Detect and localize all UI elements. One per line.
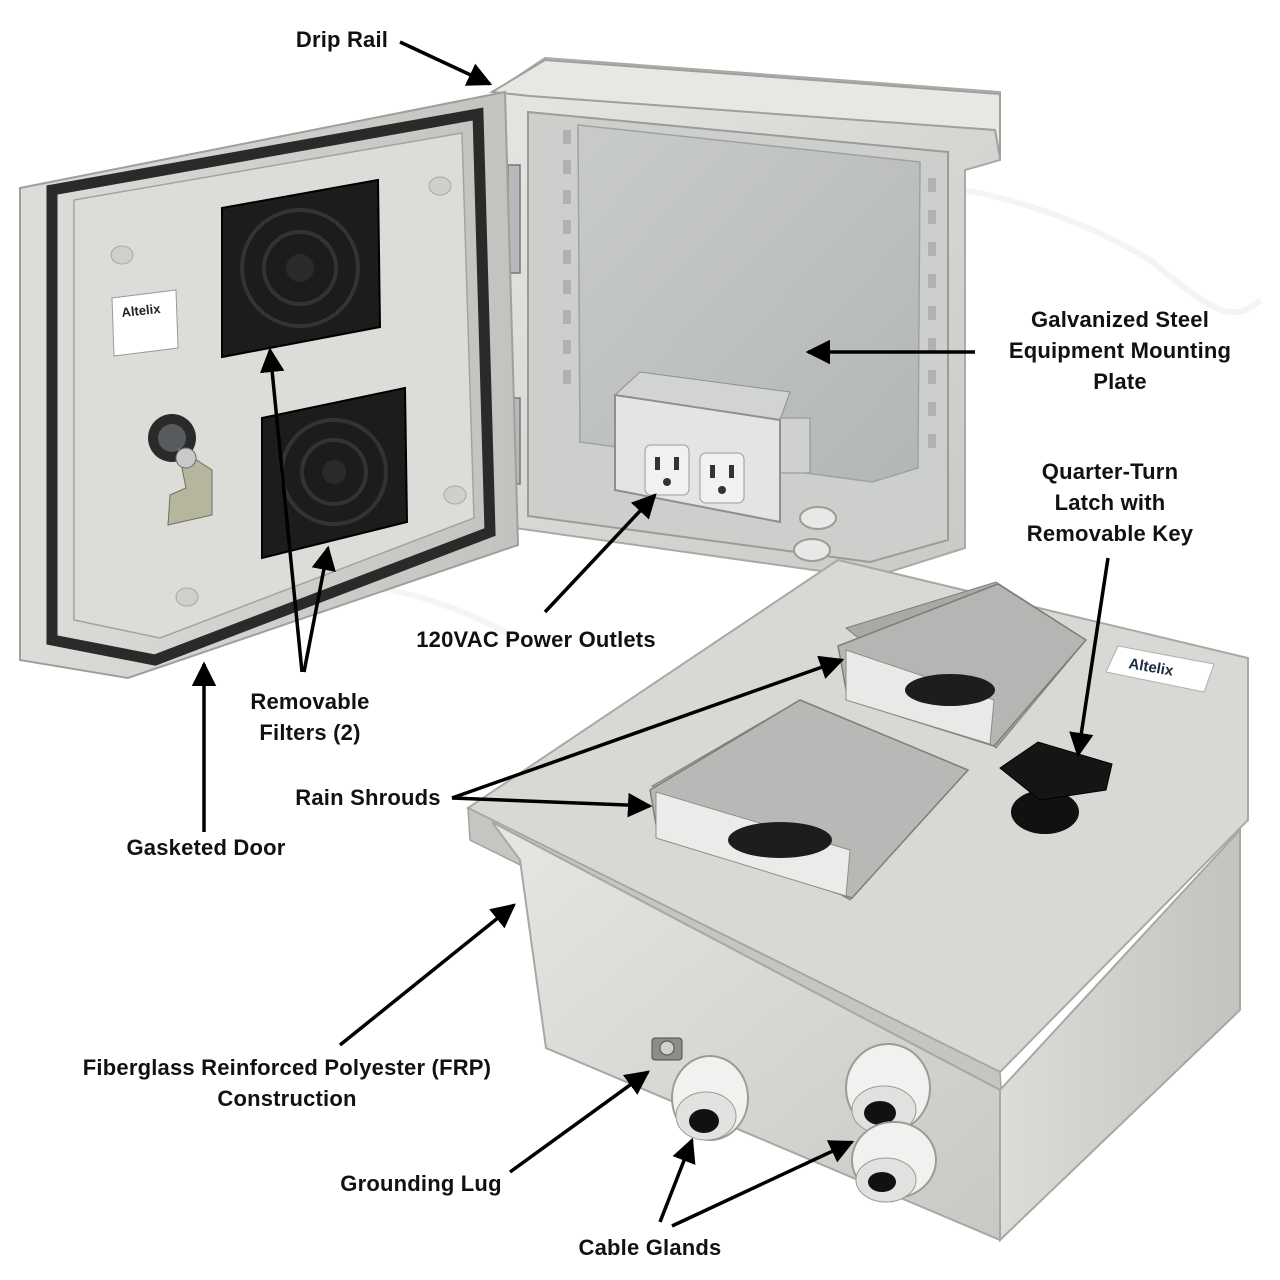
door-bosses <box>110 176 467 607</box>
label-line: Drip Rail <box>295 27 389 52</box>
label-gasketed-door: Gasketed Door <box>106 832 306 863</box>
label-line: 120VAC Power Outlets <box>416 627 656 652</box>
filter-lower <box>261 386 409 560</box>
lid-brand-label: Altelix <box>1105 645 1215 693</box>
label-line: Rain Shrouds <box>295 785 441 810</box>
label-line: Fiberglass Reinforced Polyester (FRP) <box>82 1055 492 1080</box>
door-latch-icon <box>148 414 213 526</box>
arrow-drip-rail <box>399 40 493 86</box>
cable-gland-right-upper <box>845 1043 931 1135</box>
arrow-rain-shroud-lower <box>451 792 653 818</box>
side-rail-left <box>563 130 571 384</box>
enclosure-side <box>999 827 1241 1243</box>
outlet-right <box>699 452 745 504</box>
arrow-frp <box>338 903 516 1047</box>
arrow-filter-upper <box>259 347 304 673</box>
door-logo-text: Altelix <box>121 301 162 320</box>
arrow-cable-gland-left <box>658 1137 696 1223</box>
label-line: Removable <box>250 689 370 714</box>
door-gasket <box>46 107 496 666</box>
label-drip-rail: Drip Rail <box>282 24 402 55</box>
arrow-grounding-lug <box>508 1070 650 1174</box>
outlet-left <box>644 444 690 496</box>
label-line: Gasketed Door <box>126 835 286 860</box>
label-line: Quarter-Turn <box>1041 459 1179 484</box>
label-grounding-lug: Grounding Lug <box>326 1168 516 1199</box>
interior-grommets <box>793 506 837 562</box>
label-line: Filters (2) <box>259 720 361 745</box>
label-line: Galvanized Steel <box>1030 307 1210 332</box>
label-line: Cable Glands <box>578 1235 722 1260</box>
label-latch: Quarter-Turn Latch with Removable Key <box>1010 456 1210 549</box>
cable-gland-right-lower <box>851 1121 937 1203</box>
callout-arrows <box>191 40 1110 1228</box>
arrow-rain-shroud-upper <box>451 655 845 800</box>
label-line: Plate <box>1093 369 1147 394</box>
rain-shroud-upper <box>837 581 1088 749</box>
label-line: Latch with <box>1054 490 1166 515</box>
arrow-filter-lower <box>302 545 336 673</box>
label-cable-glands: Cable Glands <box>560 1232 740 1263</box>
arrow-cable-gland-right <box>671 1140 855 1228</box>
label-mounting-plate: Galvanized Steel Equipment Mounting Plat… <box>1000 304 1240 397</box>
arrow-power-outlets <box>543 493 657 614</box>
cable-gland-left <box>671 1055 749 1141</box>
side-rail-right <box>928 178 936 448</box>
label-line: Construction <box>217 1086 357 1111</box>
closed-enclosure: Altelix <box>466 558 1249 1243</box>
rain-shroud-lower <box>649 699 970 901</box>
drip-rail <box>488 58 1001 159</box>
label-power-outlets: 120VAC Power Outlets <box>396 624 676 655</box>
label-line: Removable Key <box>1026 521 1194 546</box>
arrow-latch <box>1069 557 1110 758</box>
filter-upper <box>221 178 382 359</box>
power-outlet-box <box>613 371 811 524</box>
door-brand-label: Altelix <box>111 289 179 357</box>
label-frp: Fiberglass Reinforced Polyester (FRP) Co… <box>62 1052 512 1114</box>
label-filters: Removable Filters (2) <box>230 686 390 748</box>
label-line: Grounding Lug <box>340 1171 502 1196</box>
label-line: Equipment Mounting <box>1008 338 1232 363</box>
grounding-lug <box>651 1037 683 1061</box>
label-rain-shrouds: Rain Shrouds <box>278 782 458 813</box>
